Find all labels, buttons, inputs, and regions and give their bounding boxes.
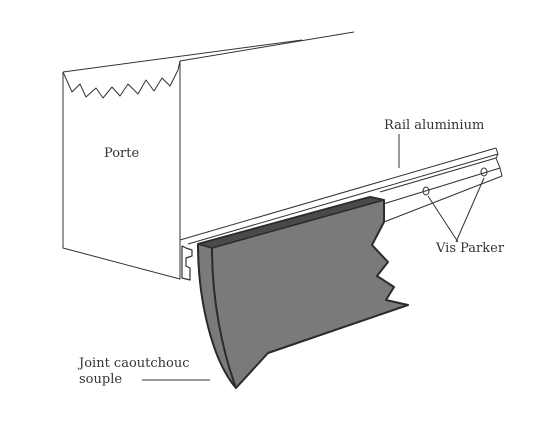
seal-label-line2: souple: [79, 372, 123, 387]
screw-label: Vis Parker: [436, 241, 505, 256]
seal-label-line1: Joint caoutchouc: [79, 356, 190, 371]
aluminium-rail: [179, 147, 503, 281]
door-label: Porte: [104, 146, 140, 161]
seal-label: Joint caoutchouc souple: [79, 356, 190, 388]
door-outline: [62, 31, 355, 280]
rubber-seal: [197, 196, 409, 389]
parker-screws: [422, 167, 488, 196]
vis-leader-line-2: [455, 177, 485, 243]
rail-label: Rail aluminium: [384, 118, 485, 133]
vis-leader-line-1: [427, 195, 459, 243]
screw-hole-1: [422, 186, 430, 196]
screw-hole-2: [480, 167, 488, 177]
